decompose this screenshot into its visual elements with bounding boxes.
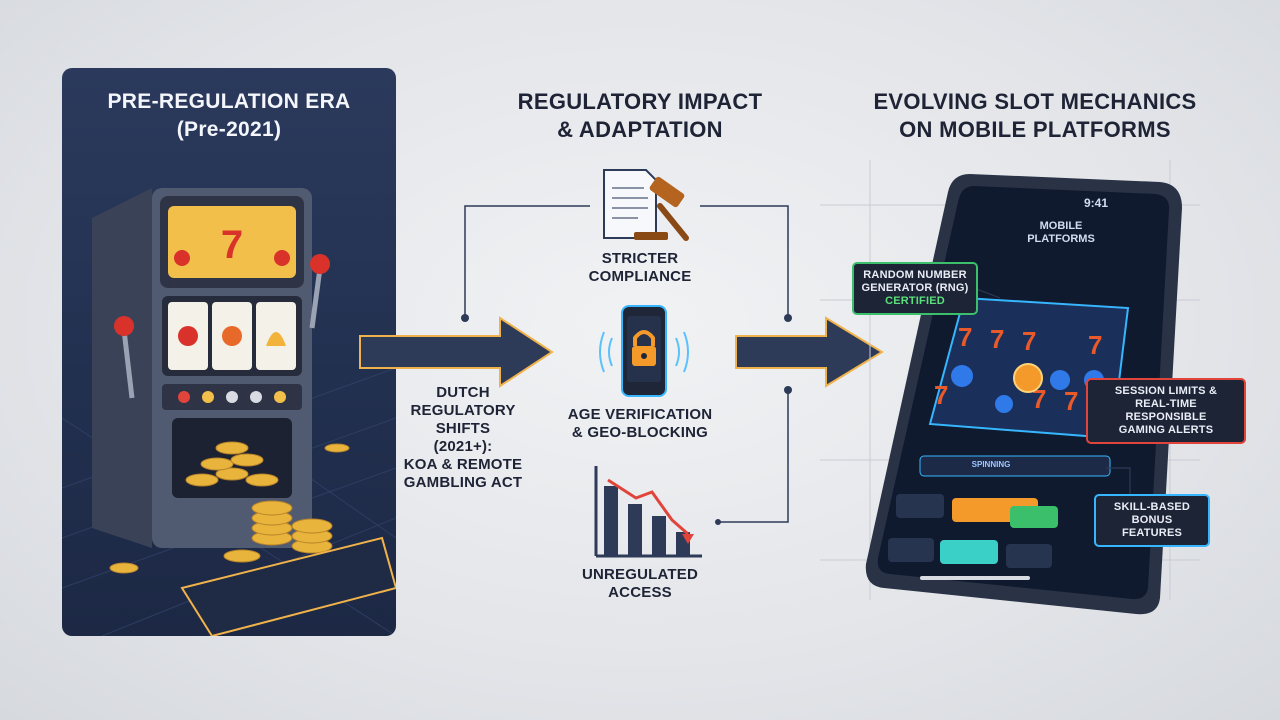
phone-lock-icon <box>594 302 694 402</box>
age-verification-label: AGE VERIFICATION & GEO-BLOCKING <box>540 406 740 442</box>
svg-text:7: 7 <box>958 322 972 352</box>
rng-line1: RANDOM NUMBER <box>860 269 970 282</box>
gavel-document-icon <box>594 166 698 242</box>
svg-text:7: 7 <box>1088 330 1102 360</box>
session-limits-callout: SESSION LIMITS & REAL-TIME RESPONSIBLE G… <box>1086 378 1246 444</box>
right-title-line2: ON MOBILE PLATFORMS <box>830 116 1240 144</box>
dutch-shifts-label: DUTCH REGULATORY SHIFTS (2021+): KOA & R… <box>398 384 528 492</box>
phone-time: 9:41 <box>1016 196 1176 210</box>
skill-line1: SKILL-BASED <box>1102 501 1202 514</box>
svg-text:7: 7 <box>1022 326 1036 356</box>
unregulated-access-line2: ACCESS <box>560 584 720 602</box>
skill-line2: BONUS FEATURES <box>1102 514 1202 540</box>
right-title: EVOLVING SLOT MECHANICS ON MOBILE PLATFO… <box>830 88 1240 144</box>
stricter-compliance-line1: STRICTER <box>560 250 720 268</box>
dutch-shifts-line4: (2021+): <box>398 438 528 456</box>
rng-line2: GENERATOR (RNG) <box>860 282 970 295</box>
svg-text:7: 7 <box>990 324 1004 354</box>
declining-chart-icon <box>592 462 704 562</box>
age-verification-line1: AGE VERIFICATION <box>540 406 740 424</box>
session-line2: REAL-TIME RESPONSIBLE <box>1094 398 1238 424</box>
skill-bonus-callout: SKILL-BASED BONUS FEATURES <box>1094 494 1210 547</box>
age-verification-line2: & GEO-BLOCKING <box>540 424 740 442</box>
rng-certified-callout: RANDOM NUMBER GENERATOR (RNG) CERTIFIED <box>852 262 978 315</box>
phone-header-line1: MOBILE <box>1006 220 1116 233</box>
phone-header-line2: PLATFORMS <box>1006 233 1116 246</box>
dutch-shifts-line2: REGULATORY <box>398 402 528 420</box>
unregulated-access-label: UNREGULATED ACCESS <box>560 566 720 602</box>
middle-title: REGULATORY IMPACT & ADAPTATION <box>470 88 810 144</box>
dutch-shifts-line3: SHIFTS <box>398 420 528 438</box>
stricter-compliance-label: STRICTER COMPLIANCE <box>560 250 720 286</box>
svg-text:7: 7 <box>934 380 948 410</box>
unregulated-access-line1: UNREGULATED <box>560 566 720 584</box>
dutch-shifts-line5: KOA & REMOTE <box>398 456 528 474</box>
rng-line3: CERTIFIED <box>860 295 970 308</box>
middle-title-line2: & ADAPTATION <box>470 116 810 144</box>
dutch-shifts-line6: GAMBLING ACT <box>398 474 528 492</box>
stricter-compliance-line2: COMPLIANCE <box>560 268 720 286</box>
dutch-shifts-line1: DUTCH <box>398 384 528 402</box>
session-line1: SESSION LIMITS & <box>1094 385 1238 398</box>
right-title-line1: EVOLVING SLOT MECHANICS <box>830 88 1240 116</box>
phone-header: MOBILE PLATFORMS <box>1006 220 1116 246</box>
arrow-left-to-middle <box>360 318 552 386</box>
session-line3: GAMING ALERTS <box>1094 424 1238 437</box>
phone-spinning-label: SPINNING <box>936 460 1046 469</box>
svg-text:7: 7 <box>1064 386 1078 416</box>
middle-title-line1: REGULATORY IMPACT <box>470 88 810 116</box>
